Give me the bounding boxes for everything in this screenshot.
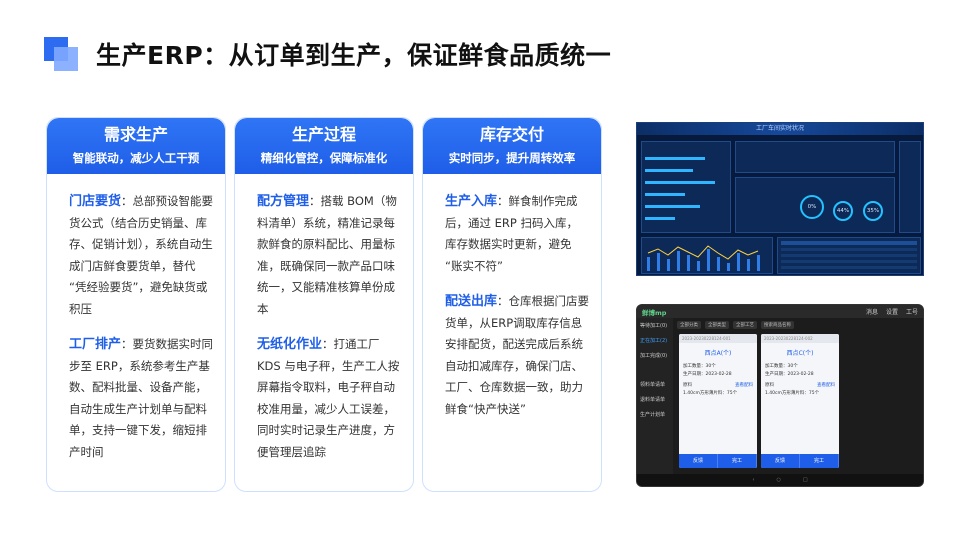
tablet-topbar: 鲜博mp 消息 设置 工号 xyxy=(637,305,923,318)
feedback-button[interactable]: 反馈 xyxy=(761,454,800,468)
order-card-material: 1.40cm方形薄片料：75个 xyxy=(683,391,738,396)
card-inventory-delivery: 库存交付 实时同步，提升周转效率 生产入库：鲜食制作完成后，通过 ERP 扫码入… xyxy=(422,117,602,492)
card-subtitle: 智能联动，减少人工干预 xyxy=(72,151,200,165)
section-heading: 工厂排产 xyxy=(69,337,122,352)
dashboard-bar xyxy=(645,169,693,172)
section-heading: 无纸化作业 xyxy=(257,337,323,352)
section-text: ：要货数据实时同步至 ERP，系统参考生产基数、配料批量、设备产能，自动生成生产… xyxy=(69,337,214,459)
section-text: ：总部预设智能要货公式（结合历史销量、库存、促销计划），系统自动生成门店鲜食要货… xyxy=(69,194,214,316)
dashboard-screenshot: 工厂车间实时状况 0% 44% 35% xyxy=(636,122,924,276)
card-header: 生产过程 精细化管控，保障标准化 xyxy=(235,118,413,174)
section-stock-out: 配送出库：仓库根据门店要货单，从ERP调取库存信息安排配货，配送完成后系统自动扣… xyxy=(445,291,589,420)
section-factory-schedule: 工厂排产：要货数据实时同步至 ERP，系统参考生产基数、配料批量、设备产能，自动… xyxy=(69,334,213,463)
dashboard-table xyxy=(781,241,917,269)
order-card-label: 原料 xyxy=(683,383,692,388)
tablet-settings[interactable]: 设置 xyxy=(885,309,898,316)
tablet-search[interactable]: 搜索商品名称 xyxy=(761,320,794,329)
order-card-name: 西点A(个) xyxy=(704,350,732,357)
card-demand-production: 需求生产 智能联动，减少人工干预 门店要货：总部预设智能要货公式（结合历史销量、… xyxy=(46,117,226,492)
order-card-actions: 反馈 完工 xyxy=(679,454,757,468)
dashboard-bar xyxy=(645,205,700,208)
tablet-user[interactable]: 工号 xyxy=(905,309,918,316)
section-paperless: 无纸化作业：打通工厂 KDS 与电子秤，生产工人按屏幕指令取料，电子秤自动校准用… xyxy=(257,334,401,463)
tablet-order-card: 2023-20230228124-002 西点C(个) 加工数量：30个 生产日… xyxy=(761,334,839,468)
section-heading: 门店要货 xyxy=(69,194,122,209)
tablet-side-item[interactable]: 正在加工(2) xyxy=(640,338,668,344)
tablet-side-item[interactable]: 领料单请单 xyxy=(640,382,666,388)
tablet-side-item[interactable]: 等待加工(0) xyxy=(640,323,668,329)
dashboard-line-chart xyxy=(647,245,760,271)
section-stock-in: 生产入库：鲜食制作完成后，通过 ERP 扫码入库，库存数据实时更新，避免 “账实… xyxy=(445,191,589,277)
card-body: 门店要货：总部预设智能要货公式（结合历史销量、库存、促销计划），系统自动生成门店… xyxy=(47,174,225,463)
dashboard-ring: 35% xyxy=(863,201,883,221)
recent-icon[interactable]: □ xyxy=(802,477,808,483)
card-subtitle: 实时同步，提升周转效率 xyxy=(448,151,576,165)
tablet-side-item[interactable]: 加工完成(0) xyxy=(640,353,668,359)
order-card-date: 生产日期：2023-02-28 xyxy=(765,372,814,377)
tablet-message[interactable]: 消息 xyxy=(865,309,878,316)
card-header: 库存交付 实时同步，提升周转效率 xyxy=(423,118,601,174)
section-text: ：搭载 BOM（物料清单）系统，精准记录每款鲜食的原料配比、用量标准，既确保同一… xyxy=(257,194,397,316)
section-text: ：鲜食制作完成后，通过 ERP 扫码入库，库存数据实时更新，避免 “账实不符” xyxy=(445,194,579,273)
section-text: ：打通工厂 KDS 与电子秤，生产工人按屏幕指令取料，电子秤自动校准用量，减少人… xyxy=(257,337,400,459)
dashboard-bar xyxy=(645,193,685,196)
order-card-qty: 加工数量：30个 xyxy=(683,364,716,369)
feedback-button[interactable]: 反馈 xyxy=(679,454,718,468)
tablet-navbar: ‹ ○ □ xyxy=(637,474,923,486)
order-card-name: 西点C(个) xyxy=(786,350,814,357)
dashboard-bar xyxy=(645,181,715,184)
page-title: 生产ERP：从订单到生产，保证鲜食品质统一 xyxy=(96,41,612,70)
dashboard-panel-stats xyxy=(735,141,895,173)
dashboard-title: 工厂车间实时状况 xyxy=(637,123,923,135)
section-heading: 配送出库 xyxy=(445,294,498,309)
section-text: ：仓库根据门店要货单，从ERP调取库存信息安排配货，配送完成后系统自动扣减库存，… xyxy=(445,294,590,416)
dashboard-bar xyxy=(645,217,675,220)
card-production-process: 生产过程 精细化管控，保障标准化 配方管理：搭载 BOM（物料清单）系统，精准记… xyxy=(234,117,414,492)
order-card-qty: 加工数量：30个 xyxy=(765,364,798,369)
tablet-filter[interactable]: 全部分类 xyxy=(677,320,701,329)
dashboard-ring: 44% xyxy=(833,201,853,221)
tablet-topbar-actions: 消息 设置 工号 xyxy=(866,307,918,316)
order-card-actions: 反馈 完工 xyxy=(761,454,839,468)
tablet-filter[interactable]: 全部工艺 xyxy=(733,320,757,329)
title-bar: 生产ERP：从订单到生产，保证鲜食品质统一 xyxy=(44,36,611,72)
dashboard-panel-left xyxy=(641,141,731,233)
complete-button[interactable]: 完工 xyxy=(800,454,839,468)
card-title: 库存交付 xyxy=(479,125,544,144)
order-card-header: 2023-20230228124-001 xyxy=(679,334,757,343)
section-heading: 配方管理 xyxy=(257,194,310,209)
order-card-link[interactable]: 查看配料 xyxy=(735,383,753,388)
dashboard-bar xyxy=(645,157,705,160)
logo-icon xyxy=(44,37,78,71)
order-card-link[interactable]: 查看配料 xyxy=(817,383,835,388)
order-card-material-row: 原料 查看配料 xyxy=(761,377,839,388)
card-body: 生产入库：鲜食制作完成后，通过 ERP 扫码入库，库存数据实时更新，避免 “账实… xyxy=(423,174,601,420)
complete-button[interactable]: 完工 xyxy=(718,454,757,468)
tablet-brand: 鲜博mp xyxy=(642,308,667,317)
tablet-side-item[interactable]: 生产计划单 xyxy=(640,412,666,418)
tablet-screenshot: 鲜博mp 消息 设置 工号 等待加工(0) 正在加工(2) 加工完成(0) 领料… xyxy=(636,304,924,487)
card-header: 需求生产 智能联动，减少人工干预 xyxy=(47,118,225,174)
dashboard-ring: 0% xyxy=(800,195,824,219)
tablet-order-card: 2023-20230228124-001 西点A(个) 加工数量：30个 生产日… xyxy=(679,334,757,468)
home-icon[interactable]: ○ xyxy=(776,477,781,483)
card-title: 生产过程 xyxy=(291,125,356,144)
section-store-order: 门店要货：总部预设智能要货公式（结合历史销量、库存、促销计划），系统自动生成门店… xyxy=(69,191,213,320)
order-card-material-row: 原料 查看配料 xyxy=(679,377,757,388)
dashboard-panel-right xyxy=(899,141,921,233)
order-card-header: 2023-20230228124-002 xyxy=(761,334,839,343)
section-heading: 生产入库 xyxy=(445,194,498,209)
card-title: 需求生产 xyxy=(103,125,168,144)
order-card-date: 生产日期：2023-02-28 xyxy=(683,372,732,377)
section-recipe: 配方管理：搭载 BOM（物料清单）系统，精准记录每款鲜食的原料配比、用量标准，既… xyxy=(257,191,401,320)
tablet-sidebar: 等待加工(0) 正在加工(2) 加工完成(0) 领料单请单 退料单请单 生产计划… xyxy=(637,318,673,474)
order-card-material: 1.40cm方形薄片料：75个 xyxy=(765,391,820,396)
card-subtitle: 精细化管控，保障标准化 xyxy=(260,151,388,165)
card-body: 配方管理：搭载 BOM（物料清单）系统，精准记录每款鲜食的原料配比、用量标准，既… xyxy=(235,174,413,463)
tablet-filter[interactable]: 全部类型 xyxy=(705,320,729,329)
order-card-label: 原料 xyxy=(765,383,774,388)
tablet-side-item[interactable]: 退料单请单 xyxy=(640,397,666,403)
tablet-filter-bar: 全部分类 全部类型 全部工艺 搜索商品名称 xyxy=(677,320,919,329)
back-icon[interactable]: ‹ xyxy=(752,477,755,483)
